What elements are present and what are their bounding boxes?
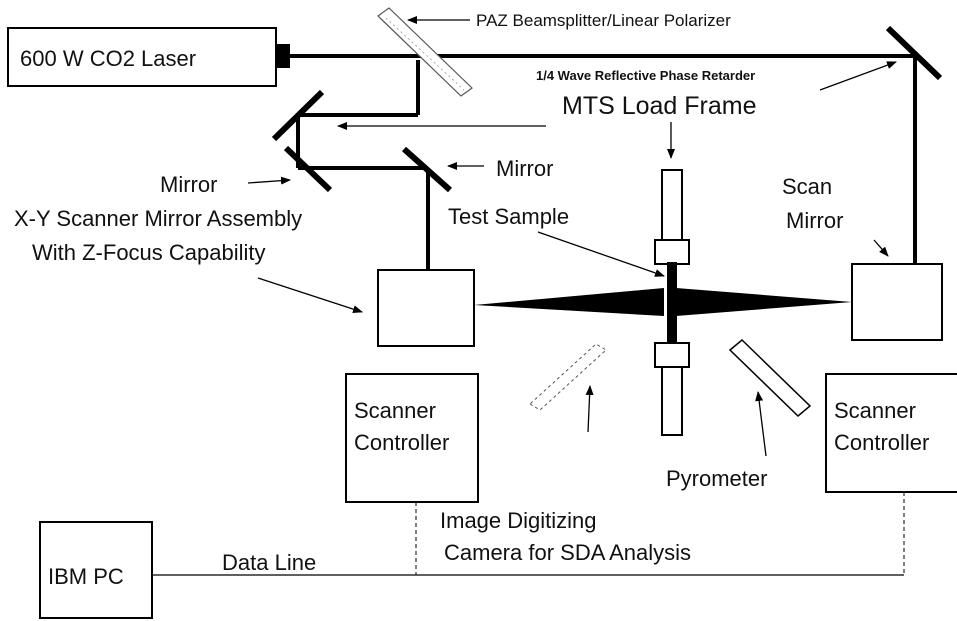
beam-paths (290, 54, 917, 270)
scanner-assembly-line2: With Z-Focus Capability (32, 240, 266, 265)
camera-label-line2: Camera for SDA Analysis (444, 540, 691, 565)
test-sample (667, 262, 677, 344)
co2-laser: 600 W CO2 Laser (7, 27, 290, 87)
scanner-controller-right (825, 373, 957, 493)
pc-label: IBM PC (48, 564, 124, 589)
mirror-lower-left (283, 145, 333, 193)
phase-retarder-mirror (885, 25, 943, 81)
scan-mirror-line1: Scan (782, 174, 832, 199)
xy-scanner-head (377, 269, 475, 347)
camera-label-line1: Image Digitizing (440, 508, 597, 533)
scanner-assembly-arrow (257, 277, 363, 314)
load-frame (654, 169, 690, 436)
lower-grip (654, 342, 690, 368)
beamsplitter-plate (377, 7, 473, 97)
laser-label: 600 W CO2 Laser (20, 46, 196, 71)
scan-mirror-line2: Mirror (786, 208, 843, 233)
mirror-upper-left (271, 89, 325, 142)
camera (529, 343, 607, 411)
ibm-pc (39, 521, 153, 619)
scanner-controller-left (345, 373, 479, 503)
scanner-assembly-line1: X-Y Scanner Mirror Assembly (14, 206, 302, 231)
phase-retarder-label: 1/4 Wave Reflective Phase Retarder (536, 68, 755, 83)
camera-arrow (585, 385, 594, 433)
phase-retarder-arrow (819, 61, 897, 91)
data-line-label: Data Line (222, 550, 316, 575)
laser-aperture (276, 44, 290, 68)
load-frame-label: MTS Load Frame (562, 92, 757, 120)
pyrometer (728, 338, 812, 418)
upper-grip-rod (661, 169, 683, 241)
scanner-controller-left-line2: Controller (354, 430, 449, 455)
beamsplitter: PAZ Beamsplitter/Linear Polarizer (377, 7, 731, 97)
scan-mirror-arrow (873, 239, 889, 257)
mirror-left-label: Mirror (160, 172, 217, 197)
laser-box (7, 27, 277, 87)
scanner-controller-left-line1: Scanner (354, 398, 436, 423)
scanner-controller-right-line1: Scanner (834, 398, 916, 423)
mirror-center-label: Mirror (496, 156, 553, 181)
lower-grip-rod (661, 366, 683, 436)
pyrometer-label: Pyrometer (666, 466, 767, 491)
test-sample-label: Test Sample (448, 204, 569, 229)
test-sample-arrow (537, 231, 665, 277)
beamsplitter-label: PAZ Beamsplitter/Linear Polarizer (476, 11, 731, 30)
pyrometer-arrow (755, 391, 767, 457)
upper-grip (654, 239, 690, 265)
mirror-center (402, 146, 452, 193)
mirror-left-arrow (247, 176, 291, 185)
scanner-controller-right-line2: Controller (834, 430, 929, 455)
scan-mirror-head (851, 263, 943, 341)
left-beam-cone (474, 288, 664, 316)
right-beam-cone (676, 288, 852, 316)
